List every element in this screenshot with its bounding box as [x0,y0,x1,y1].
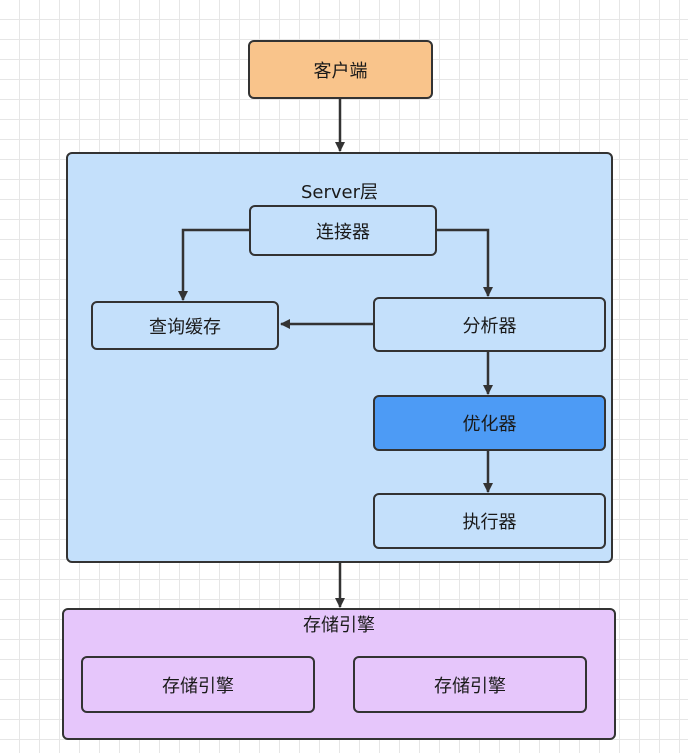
connector-label: 连接器 [316,221,370,243]
server-layer-title: Server层 [300,182,379,203]
storage-engine-title: 存储引擎 [303,615,375,636]
arrow-connector-to-analyzer [437,228,493,297]
storage-engine-box-2: 存储引擎 [353,656,587,713]
analyzer-label: 分析器 [462,315,517,337]
analyzer-box: 分析器 [373,297,606,352]
client-label: 客户端 [313,60,368,82]
query-cache-label: 查询缓存 [149,316,221,338]
executor-label: 执行器 [462,512,517,533]
storage-engine-label-1: 存储引擎 [162,675,234,697]
storage-engine-box-1: 存储引擎 [81,656,315,713]
optimizer-box: 优化器 [373,395,606,451]
client-box: 客户端 [248,40,433,99]
executor-box: 执行器 [373,493,606,549]
connector-box: 连接器 [249,205,437,256]
optimizer-label: 优化器 [462,414,517,435]
arrow-connector-to-query-cache [178,228,249,301]
query-cache-box: 查询缓存 [91,301,279,350]
storage-engine-label-2: 存储引擎 [434,675,506,697]
